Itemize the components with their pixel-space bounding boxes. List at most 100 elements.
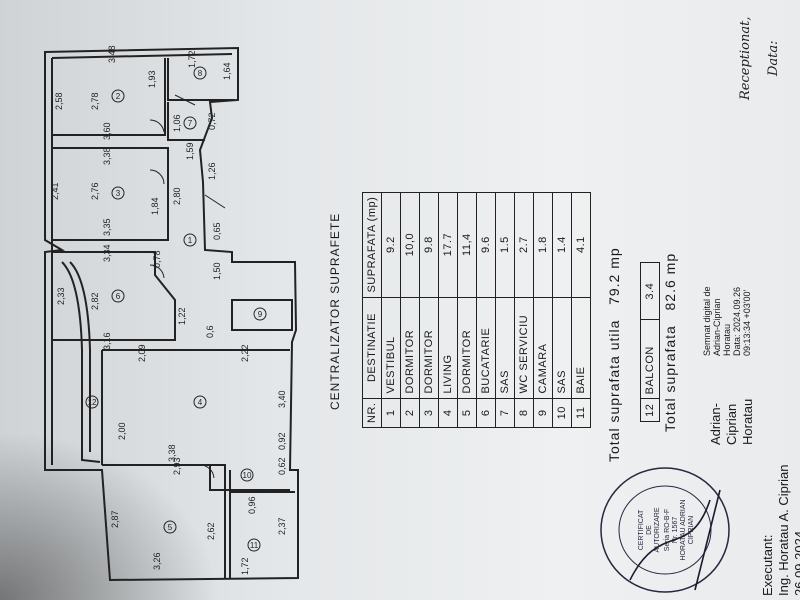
svg-text:2: 2	[116, 92, 121, 101]
header-suprafata: SUPRAFATA (mp)	[362, 192, 382, 298]
total-utila-value: 79.2 mp	[606, 247, 622, 305]
room-marker-8: 8	[193, 66, 207, 80]
balcony-wall	[61, 261, 101, 463]
room-3-walls	[52, 147, 169, 241]
header-destinatie: DESTINATIE	[362, 297, 382, 399]
dim-label: 2,62	[206, 522, 216, 540]
digital-signature: Semnat digital de Adrian-Ciprian Horatau…	[702, 286, 752, 356]
svg-text:1: 1	[188, 236, 193, 245]
dim-label: 3,26	[152, 552, 162, 570]
room-marker-9: 9	[253, 307, 267, 321]
dim-label: 0,92	[277, 432, 287, 450]
dim-label: 2,00	[117, 422, 127, 440]
dim-label: 3,34	[102, 244, 112, 262]
room-marker-10: 10	[240, 468, 254, 482]
dim-label: 1,59	[185, 142, 195, 160]
signer-name: Adrian- Ciprian Horatau	[708, 398, 755, 445]
dim-label: 0,65	[212, 222, 222, 240]
dim-label: 2,09	[137, 344, 147, 362]
svg-text:12: 12	[88, 398, 97, 407]
dim-label: 2,41	[50, 182, 60, 200]
receptionat-text: Receptionat,	[738, 16, 753, 100]
svg-text:HORATAU ADRIAN: HORATAU ADRIAN	[680, 499, 687, 560]
table-row: 12 BALCON 3.4	[640, 262, 660, 422]
room-marker-3: 3	[111, 186, 125, 200]
room-marker-2: 2	[111, 89, 125, 103]
room-marker-4: 4	[193, 395, 207, 409]
header-nr: NR.	[362, 398, 382, 428]
room-6-walls	[52, 251, 176, 341]
dim-label: 3,48	[107, 45, 117, 63]
dim-label: 0,72	[207, 112, 217, 130]
room-marker-6: 6	[111, 289, 125, 303]
balcon-block: 12 BALCON 3.4	[640, 262, 660, 422]
executant-block: Executant: Ing. Horatau A. Ciprian 26.09…	[760, 464, 800, 596]
svg-text:6: 6	[116, 292, 121, 301]
svg-text:Nr. 1567: Nr. 1567	[672, 517, 679, 544]
total-utila-label: Total suprafata utila	[606, 319, 622, 462]
svg-text:10: 10	[243, 471, 252, 480]
svg-text:3: 3	[116, 189, 121, 198]
balcon-table: 12 BALCON 3.4	[640, 262, 660, 422]
svg-text:8: 8	[198, 69, 203, 78]
dim-label: 3,38	[102, 147, 112, 165]
executant-label: Executant:	[760, 534, 775, 596]
dim-label: 3,60	[102, 122, 112, 140]
dim-label: 1,72	[240, 557, 250, 575]
dim-label: 3,38	[167, 444, 177, 462]
dim-label: 2,76	[90, 182, 100, 200]
room-marker-11: 11	[247, 538, 261, 552]
total-value: 82.6 mp	[662, 252, 678, 311]
dim-label: 1,26	[207, 162, 217, 180]
dim-label: 1,22	[177, 307, 187, 325]
svg-text:4: 4	[198, 398, 203, 407]
total-utila: Total suprafata utila 79.2 mp	[606, 247, 622, 462]
svg-text:CERTIFICAT: CERTIFICAT	[638, 509, 645, 550]
dim-label: 2,87	[110, 510, 120, 528]
svg-text:7: 7	[188, 119, 193, 128]
handwritten-signature	[629, 489, 721, 591]
dim-label: 1,84	[150, 197, 160, 215]
dim-label: 2,37	[277, 517, 287, 535]
dim-label: 0,78	[152, 250, 162, 268]
dim-label: 3,16	[102, 332, 112, 350]
dim-label: 1,06	[172, 114, 182, 132]
dim-label: 3,35	[102, 218, 112, 236]
room-5-walls	[102, 464, 226, 578]
room-2-walls	[52, 58, 166, 136]
centralizator-title: CENTRALIZATOR SUPRAFETE	[328, 212, 342, 410]
receptionat-block: Receptionat,	[738, 17, 753, 100]
dim-label: 2,80	[172, 187, 182, 205]
dim-label: 0,96	[247, 496, 257, 514]
executant-date: 26.09.2024	[792, 530, 800, 596]
outer-wall	[44, 46, 299, 582]
room-marker-12: 12	[85, 395, 99, 409]
dim-label: 1,72	[187, 50, 197, 68]
room-marker-5: 5	[163, 520, 177, 534]
svg-text:11: 11	[250, 541, 259, 550]
dim-label: 2,78	[90, 92, 100, 110]
svg-text:Seria RO-B-F: Seria RO-B-F	[664, 509, 671, 551]
svg-text:5: 5	[168, 523, 173, 532]
svg-text:DE: DE	[646, 525, 653, 535]
centralizator-block: CENTRALIZATOR SUPRAFETE	[328, 213, 346, 410]
total-suprafata: Total suprafata 82.6 mp	[662, 253, 678, 432]
dim-label: 1,50	[212, 262, 222, 280]
dim-label: 2,22	[240, 344, 250, 362]
room-marker-1: 1	[183, 233, 197, 247]
data-text: Data:	[766, 40, 781, 76]
dim-label: 2,58	[54, 92, 64, 110]
